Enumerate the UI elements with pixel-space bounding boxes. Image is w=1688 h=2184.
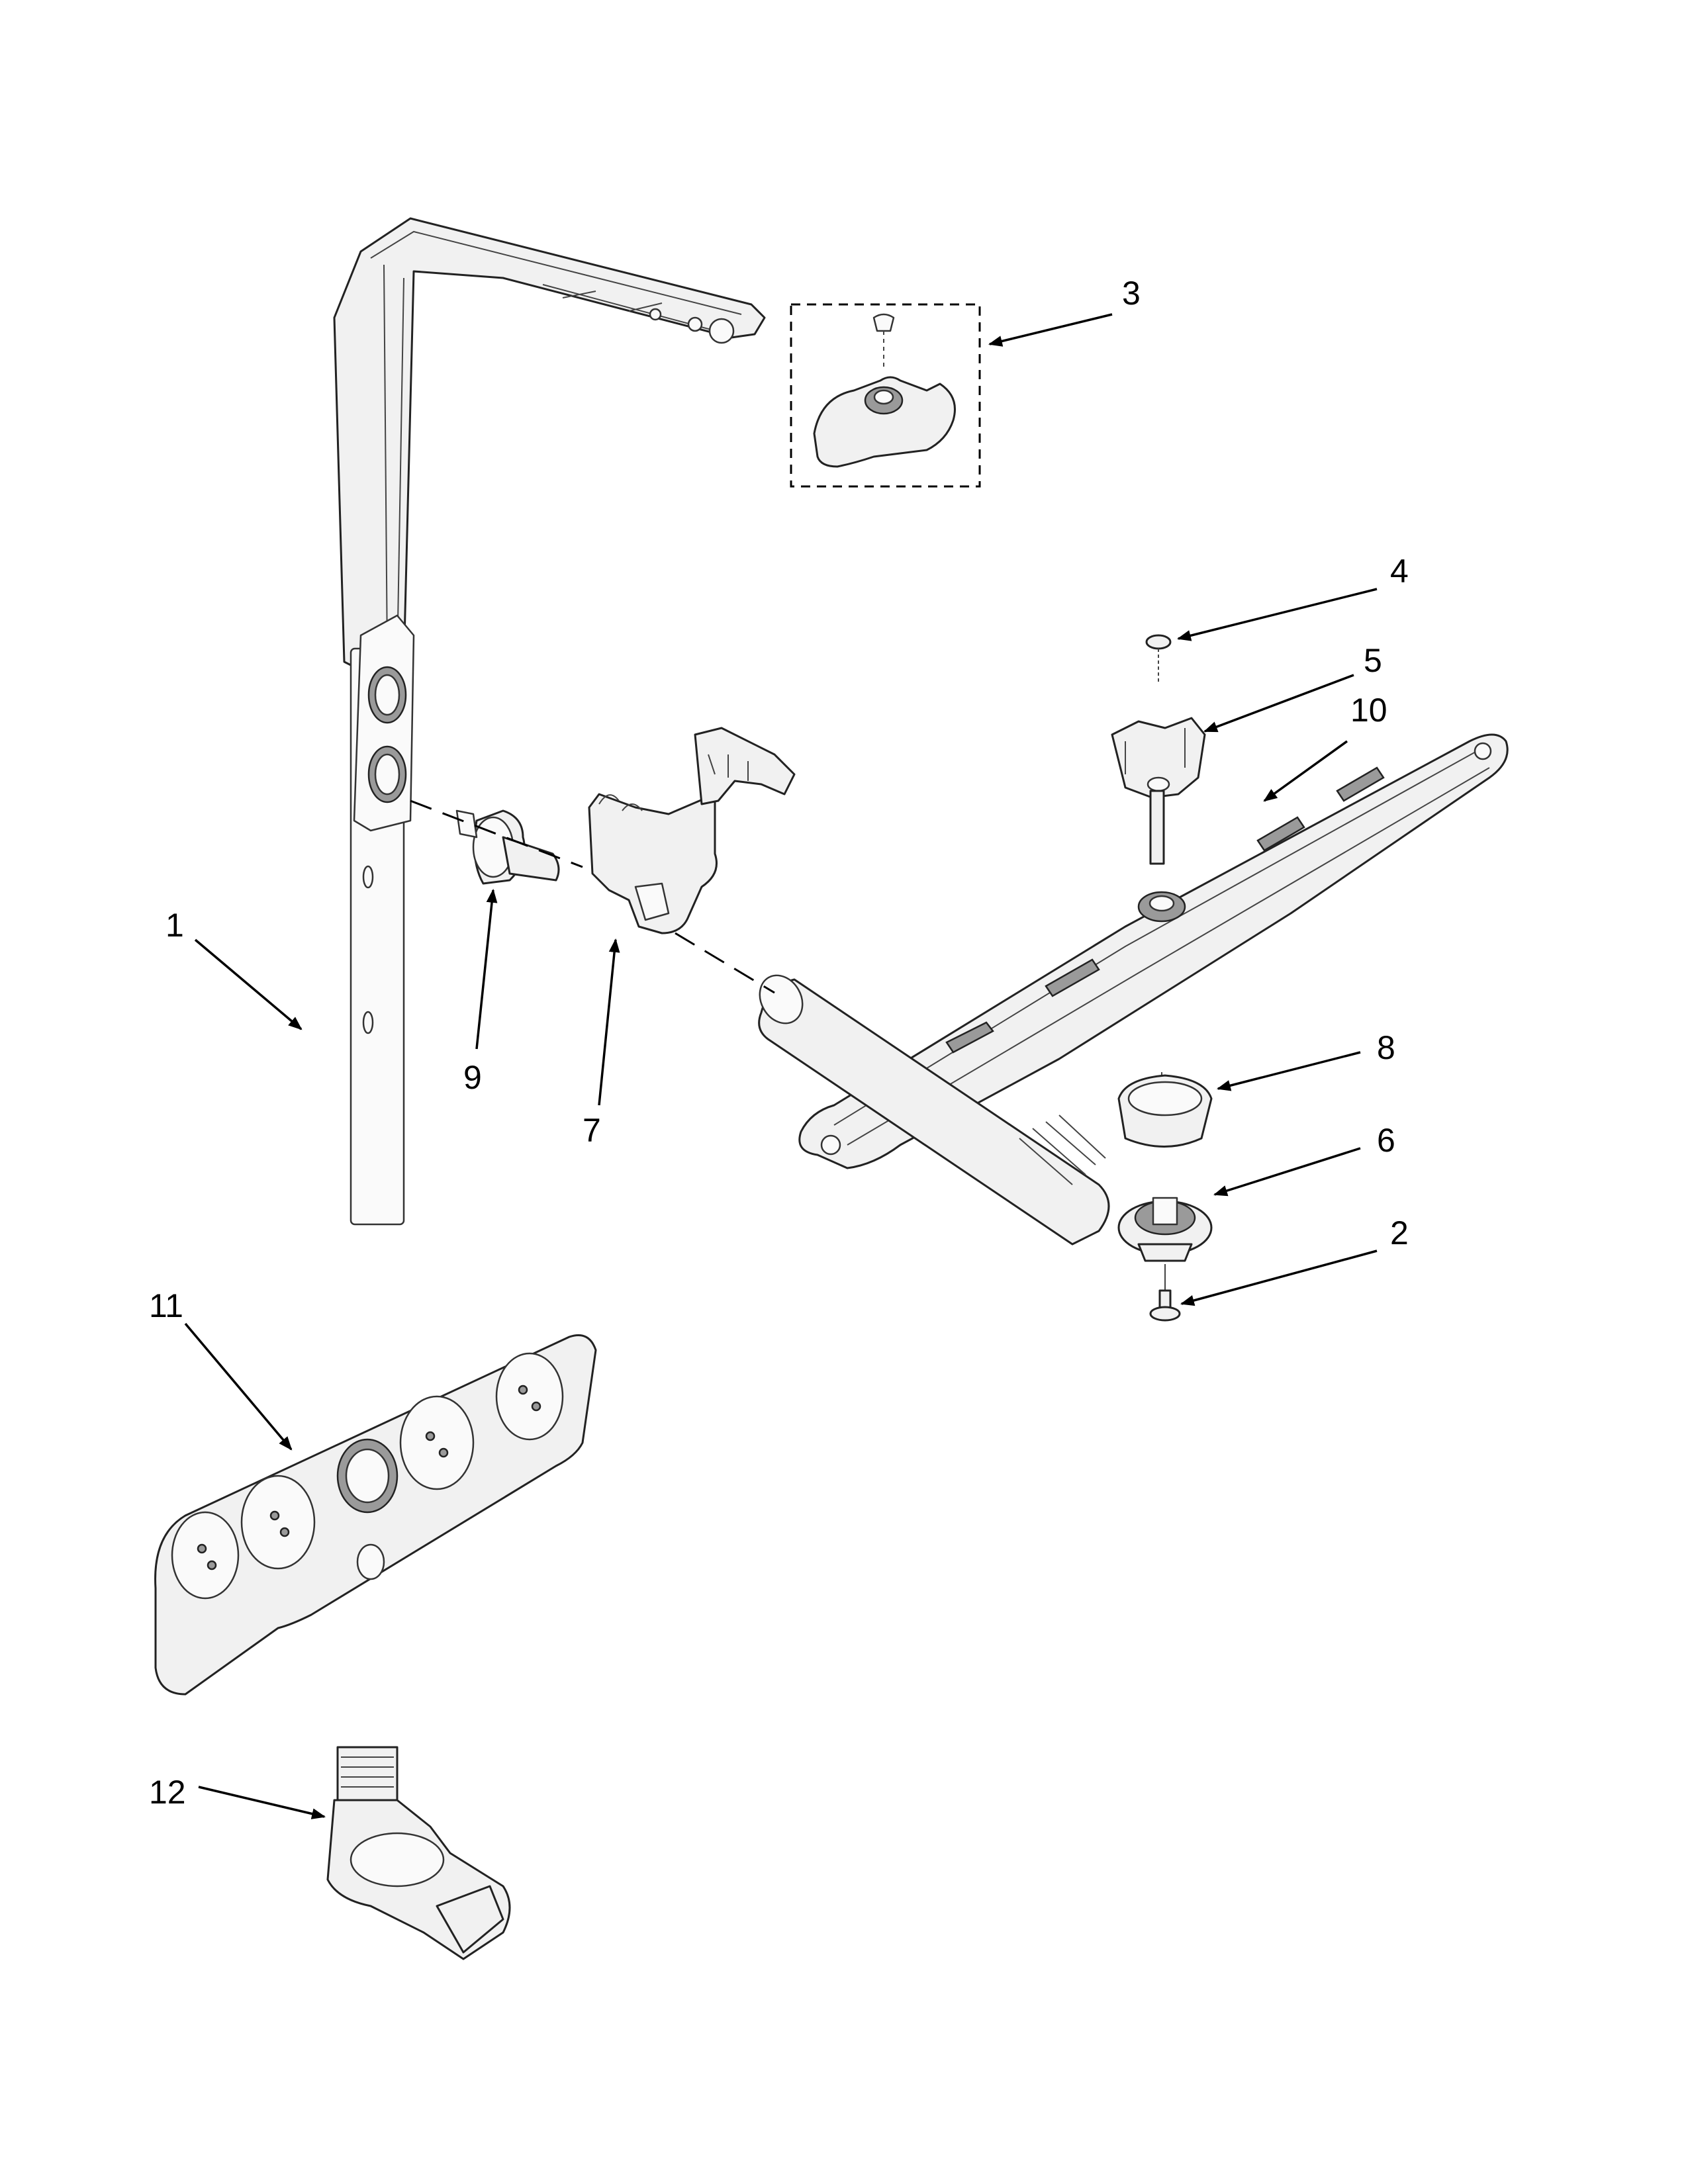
part-manifold-arm [333,217,766,1226]
leader-2 [1180,1250,1378,1306]
callout-5: 5 [1364,642,1382,679]
callout-9: 9 [463,1059,482,1096]
leader-4 [1176,588,1378,641]
part-screw-top [1145,634,1172,682]
callout-2: 2 [1390,1214,1409,1251]
assembly-centerline-lower [675,932,775,994]
part-arm-mount [1111,717,1206,865]
leader-12 [198,1786,326,1819]
assembly-centerline-upper [410,799,583,868]
callout-10: 10 [1350,692,1387,729]
leader-1 [194,938,303,1030]
part-tube [758,974,1110,1246]
leader-3 [988,313,1113,347]
part-screw-bottom [1149,1264,1181,1322]
callout-4: 4 [1390,553,1409,590]
callout-8: 8 [1377,1029,1395,1066]
leader-5 [1203,674,1354,733]
callout-6: 6 [1377,1122,1395,1159]
callout-1: 1 [165,907,184,944]
part-nozzle-fitting [326,1746,511,1960]
callout-11: 11 [149,1287,183,1324]
part-spray-panel [154,1334,597,1696]
leader-9 [475,888,498,1050]
part-bearing-ring [1117,1072,1213,1148]
leader-10 [1263,740,1348,802]
part-coupling [455,809,560,885]
callout-12: 12 [149,1774,186,1811]
part-hub-base [1117,1197,1213,1262]
callout-7: 7 [583,1112,601,1149]
part-retainer-clip [588,727,796,934]
leader-6 [1213,1147,1361,1197]
kit-boundary [790,303,981,488]
leader-11 [184,1322,293,1451]
leader-8 [1216,1051,1361,1091]
leader-7 [598,938,620,1106]
callout-3: 3 [1122,275,1141,312]
part-spray-arm [798,733,1509,1169]
part-hub-kit [790,303,981,488]
